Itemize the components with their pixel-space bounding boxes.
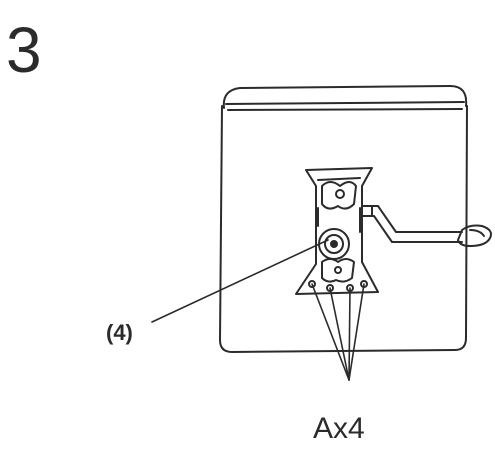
fastener-leader-4 [348, 283, 365, 381]
arm-lower-edge [361, 215, 463, 243]
arm-end-cap-detail [469, 229, 485, 237]
bracket-upper-hole [335, 189, 345, 199]
hinge-cup-center [330, 240, 338, 248]
fastener-leader-1 [311, 283, 350, 381]
swing-arm [361, 205, 492, 247]
hinge-cup-inner [324, 234, 344, 254]
panel-body [219, 105, 468, 353]
arm-end-cap [457, 224, 492, 247]
fastener-leader-3 [348, 287, 351, 381]
fastener-leaders [311, 283, 365, 381]
part-callout-label: (4) [106, 320, 133, 345]
step-number: 3 [6, 14, 42, 86]
panel-top-edge-inner [227, 108, 463, 111]
cabinet-panel [219, 85, 468, 353]
bracket-plate [295, 167, 379, 295]
screw-hole-1 [308, 280, 316, 288]
mounting-bracket [295, 167, 379, 295]
panel-top-edge [225, 101, 465, 105]
arm-upper-edge [361, 205, 463, 233]
bracket-lower-cutout [321, 258, 355, 283]
bracket-top-rib [317, 177, 361, 181]
part-callout-leader [151, 239, 329, 323]
bracket-upper-cutout [321, 181, 357, 210]
panel-top-cap [222, 85, 468, 109]
fastener-leader-2 [329, 287, 350, 381]
fastener-callout-label: Ax4 [313, 412, 365, 445]
bracket-lower-hole [334, 266, 342, 274]
